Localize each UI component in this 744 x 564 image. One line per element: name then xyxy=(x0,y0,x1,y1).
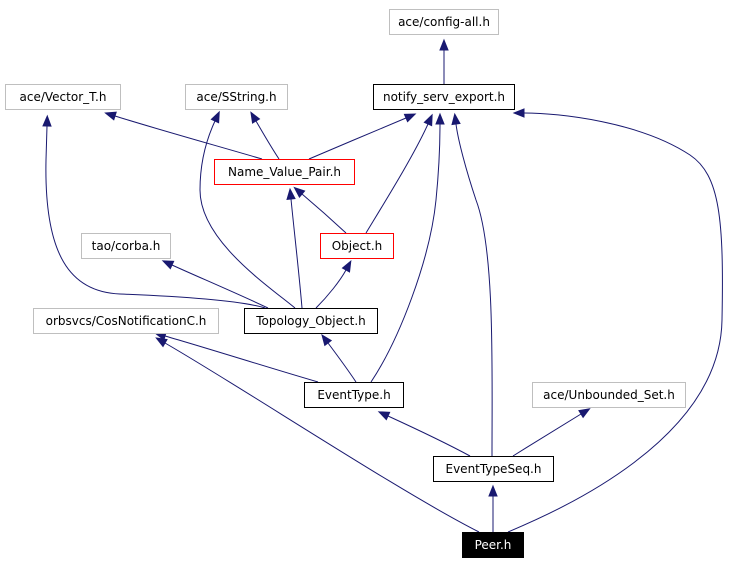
edge-event-type-to-topology-object xyxy=(327,342,357,383)
edge-event-type-to-cos-notification xyxy=(164,335,319,383)
edge-event-type-seq-to-event-type xyxy=(387,415,471,457)
node-event-type-seq[interactable]: EventTypeSeq.h xyxy=(433,456,554,482)
node-cos-notification[interactable]: orbsvcs/CosNotificationC.h xyxy=(33,308,219,334)
arrowhead-object-to-notify-serv-export xyxy=(423,113,433,127)
edge-event-type-to-notify-serv-export xyxy=(370,123,441,383)
node-object[interactable]: Object.h xyxy=(320,233,394,259)
arrowhead-topology-object-to-sstring xyxy=(210,110,220,124)
edge-event-type-seq-to-unbounded-set xyxy=(512,413,582,457)
node-ace-vector-t[interactable]: ace/Vector_T.h xyxy=(5,84,121,110)
arrowhead-topology-object-to-object xyxy=(341,260,352,273)
arrowhead-name-value-pair-to-vector-t xyxy=(104,111,117,121)
edge-object-to-name-value-pair xyxy=(301,193,347,234)
arrowhead-topology-object-to-tao-corba xyxy=(161,260,175,270)
edge-name-value-pair-to-notify-serv-export xyxy=(308,117,407,160)
arrowhead-name-value-pair-to-sstring xyxy=(250,111,261,124)
arrowhead-name-value-pair-to-notify-serv-export xyxy=(403,113,417,123)
arrowhead-event-type-seq-to-notify-serv-export xyxy=(451,112,461,126)
arrowhead-peer-to-notify-serv-export xyxy=(512,108,525,118)
arrowhead-topology-object-to-vector-t xyxy=(42,114,52,127)
edge-peer-to-notify-serv-export xyxy=(507,112,723,533)
edge-name-value-pair-to-sstring xyxy=(255,120,280,160)
arrowhead-event-type-to-topology-object xyxy=(321,333,333,347)
edge-topology-object-to-sstring xyxy=(199,120,296,309)
edge-name-value-pair-to-vector-t xyxy=(114,115,263,160)
arrowhead-event-type-seq-to-event-type xyxy=(377,411,391,421)
node-ace-sstring[interactable]: ace/SString.h xyxy=(185,84,288,110)
arrowhead-topology-object-to-name-value-pair xyxy=(286,187,296,200)
arrowhead-notify-serv-export-to-config-all xyxy=(439,38,449,51)
node-event-type[interactable]: EventType.h xyxy=(304,382,404,408)
edge-object-to-notify-serv-export xyxy=(365,123,429,234)
edge-topology-object-to-name-value-pair xyxy=(290,198,303,309)
node-tao-corba[interactable]: tao/corba.h xyxy=(81,233,171,259)
arrowhead-object-to-name-value-pair xyxy=(293,186,306,198)
arrowhead-peer-to-cos-notification xyxy=(155,337,168,348)
edge-topology-object-to-vector-t xyxy=(45,125,266,309)
edge-peer-to-cos-notification xyxy=(164,342,480,533)
node-name-value-pair[interactable]: Name_Value_Pair.h xyxy=(214,159,355,185)
edge-topology-object-to-tao-corba xyxy=(171,264,269,309)
node-ace-config-all[interactable]: ace/config-all.h xyxy=(389,9,499,35)
node-peer: Peer.h xyxy=(462,532,524,558)
node-topology-object[interactable]: Topology_Object.h xyxy=(244,308,378,334)
node-notify-serv-export[interactable]: notify_serv_export.h xyxy=(373,84,515,110)
edge-topology-object-to-object xyxy=(315,269,347,309)
edge-event-type-seq-to-notify-serv-export xyxy=(455,123,493,457)
arrowhead-event-type-seq-to-unbounded-set xyxy=(578,408,591,419)
node-ace-unbounded-set[interactable]: ace/Unbounded_Set.h xyxy=(532,382,686,408)
arrowhead-event-type-to-notify-serv-export xyxy=(435,112,445,125)
arrowhead-peer-to-event-type-seq xyxy=(488,484,498,497)
